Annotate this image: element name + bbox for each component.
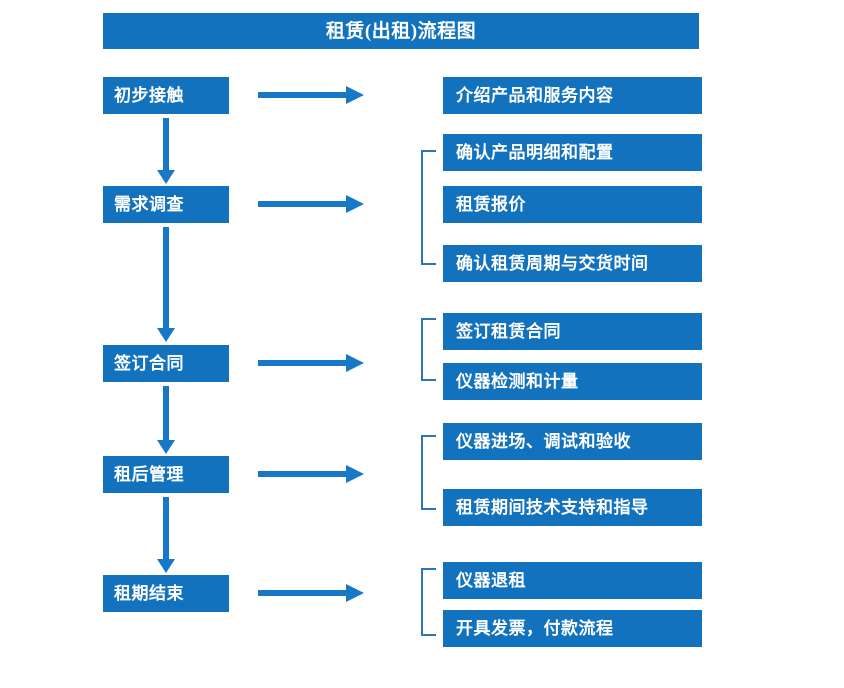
detail-label-5: 签订租赁合同 xyxy=(456,322,561,341)
arrow-down-icon-2 xyxy=(157,227,175,342)
stage-box-2[interactable]: 需求调查 xyxy=(103,186,229,223)
detail-label-2: 确认产品明细和配置 xyxy=(456,143,614,162)
detail-label-6: 仪器检测和计量 xyxy=(456,372,579,391)
detail-label-7: 仪器进场、调试和验收 xyxy=(456,432,631,451)
detail-label-9: 仪器退租 xyxy=(456,571,526,590)
stage-box-5[interactable]: 租期结束 xyxy=(103,575,229,612)
detail-label-1: 介绍产品和服务内容 xyxy=(456,86,614,105)
detail-box-6[interactable]: 仪器检测和计量 xyxy=(443,363,702,400)
diagram-title: 租赁(出租)流程图 xyxy=(325,20,477,42)
detail-label-8: 租赁期间技术支持和指导 xyxy=(456,498,649,517)
stage-box-4[interactable]: 租后管理 xyxy=(103,456,229,493)
detail-box-2[interactable]: 确认产品明细和配置 xyxy=(443,134,702,171)
stage-label-4: 租后管理 xyxy=(114,465,184,484)
detail-box-10[interactable]: 开具发票，付款流程 xyxy=(443,610,702,647)
diagram-title-banner: 租赁(出租)流程图 xyxy=(103,13,699,49)
arrow-down-icon-3 xyxy=(157,386,175,454)
stage-label-1: 初步接触 xyxy=(114,86,184,105)
detail-box-9[interactable]: 仪器退租 xyxy=(443,562,702,599)
arrow-right-icon-4 xyxy=(258,465,364,483)
arrow-right-icon-3 xyxy=(258,354,364,372)
arrow-right-icon-5 xyxy=(258,584,364,602)
detail-box-5[interactable]: 签订租赁合同 xyxy=(443,313,702,350)
group-bracket-4 xyxy=(421,568,436,636)
stage-label-5: 租期结束 xyxy=(114,584,184,603)
stage-box-1[interactable]: 初步接触 xyxy=(103,77,229,114)
arrow-down-icon-4 xyxy=(157,497,175,573)
stage-label-3: 签订合同 xyxy=(114,354,184,373)
detail-label-4: 确认租赁周期与交货时间 xyxy=(456,254,649,273)
group-bracket-2 xyxy=(421,318,436,381)
group-bracket-1 xyxy=(421,150,436,265)
group-bracket-3 xyxy=(421,435,436,510)
arrow-down-icon-1 xyxy=(157,118,175,184)
detail-box-1[interactable]: 介绍产品和服务内容 xyxy=(443,77,702,114)
detail-label-10: 开具发票，付款流程 xyxy=(456,619,614,638)
stage-label-2: 需求调查 xyxy=(114,195,184,214)
arrow-right-icon-2 xyxy=(258,195,364,213)
detail-box-8[interactable]: 租赁期间技术支持和指导 xyxy=(443,489,702,526)
arrow-right-icon-1 xyxy=(258,86,364,104)
detail-box-7[interactable]: 仪器进场、调试和验收 xyxy=(443,423,702,460)
detail-label-3: 租赁报价 xyxy=(456,195,526,214)
detail-box-4[interactable]: 确认租赁周期与交货时间 xyxy=(443,245,702,282)
detail-box-3[interactable]: 租赁报价 xyxy=(443,186,702,223)
stage-box-3[interactable]: 签订合同 xyxy=(103,345,229,382)
